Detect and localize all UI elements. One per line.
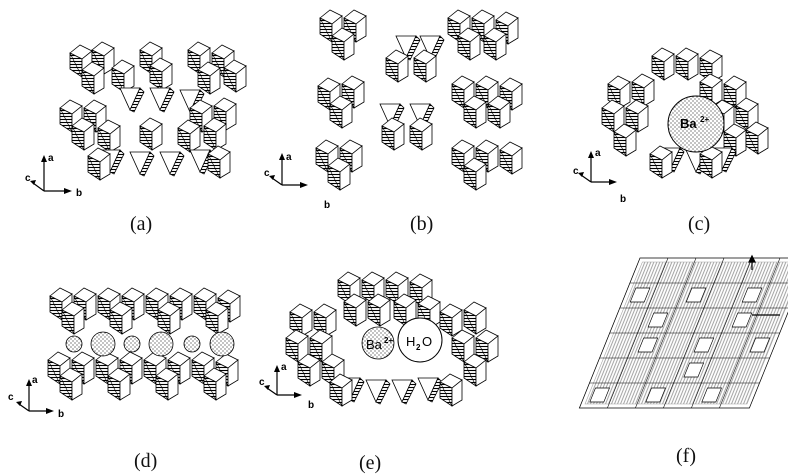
- axis-marker-f: [748, 254, 780, 316]
- panel-c: Ba 2+ a b c (c): [573, 47, 769, 235]
- axis-label-a: a: [286, 152, 292, 163]
- axis-triad-c: a b c: [573, 148, 626, 205]
- axis-label-c: c: [8, 392, 14, 403]
- panel-caption-c: (c): [688, 213, 710, 235]
- panel-b: a b c (b): [264, 9, 523, 235]
- ion-charge-c: 2+: [700, 115, 709, 124]
- axis-label-a: a: [281, 362, 287, 373]
- axis-label-c: c: [259, 377, 265, 388]
- ion-label-e: Ba: [366, 337, 383, 352]
- panel-caption-d: (d): [134, 450, 157, 472]
- axis-label-c: c: [264, 168, 270, 179]
- axis-label-b: b: [620, 194, 626, 205]
- panel-caption-f: (f): [676, 445, 696, 467]
- ion-charge-e: 2+: [384, 336, 393, 345]
- axis-label-b: b: [308, 400, 314, 411]
- barium-ion-sphere: [667, 95, 725, 153]
- molecule-label-h: H: [406, 334, 415, 349]
- panel-caption-b: (b): [410, 213, 433, 235]
- interlayer-cations-d: [65, 331, 235, 357]
- panel-f: (f): [578, 254, 788, 467]
- axis-label-a: a: [595, 148, 601, 159]
- axis-label-c: c: [573, 166, 579, 177]
- barium-ion-sphere: [361, 326, 395, 360]
- axis-label-b: b: [76, 188, 82, 199]
- panel-caption-a: (a): [130, 213, 152, 235]
- panel-e: Ba 2+ H 2 O a b c (e): [259, 271, 499, 474]
- molecule-label-o: O: [422, 334, 432, 349]
- axis-triad-b: a b c: [264, 152, 330, 211]
- panel-a: a b c (a): [25, 41, 247, 235]
- polyhedra-framework-b: [315, 9, 523, 191]
- axis-triad-a: a b c: [25, 153, 82, 199]
- panel-d: a b c (d): [8, 287, 241, 472]
- axis-label-a: a: [32, 375, 38, 386]
- water-molecule-sphere: [397, 317, 443, 363]
- axis-triad-e: a b c: [259, 362, 314, 411]
- axis-label-c: c: [25, 173, 31, 184]
- axis-label-b: b: [58, 409, 64, 420]
- ion-label-c: Ba: [680, 116, 697, 131]
- panel-caption-e: (e): [359, 452, 381, 474]
- polyhedra-framework-a: [59, 41, 247, 181]
- axis-label-a: a: [48, 153, 54, 164]
- rhombohedral-framework-f: [578, 257, 788, 409]
- axis-triad-d: a b c: [8, 375, 64, 420]
- molecule-subscript: 2: [416, 343, 421, 352]
- axis-label-b: b: [324, 200, 330, 211]
